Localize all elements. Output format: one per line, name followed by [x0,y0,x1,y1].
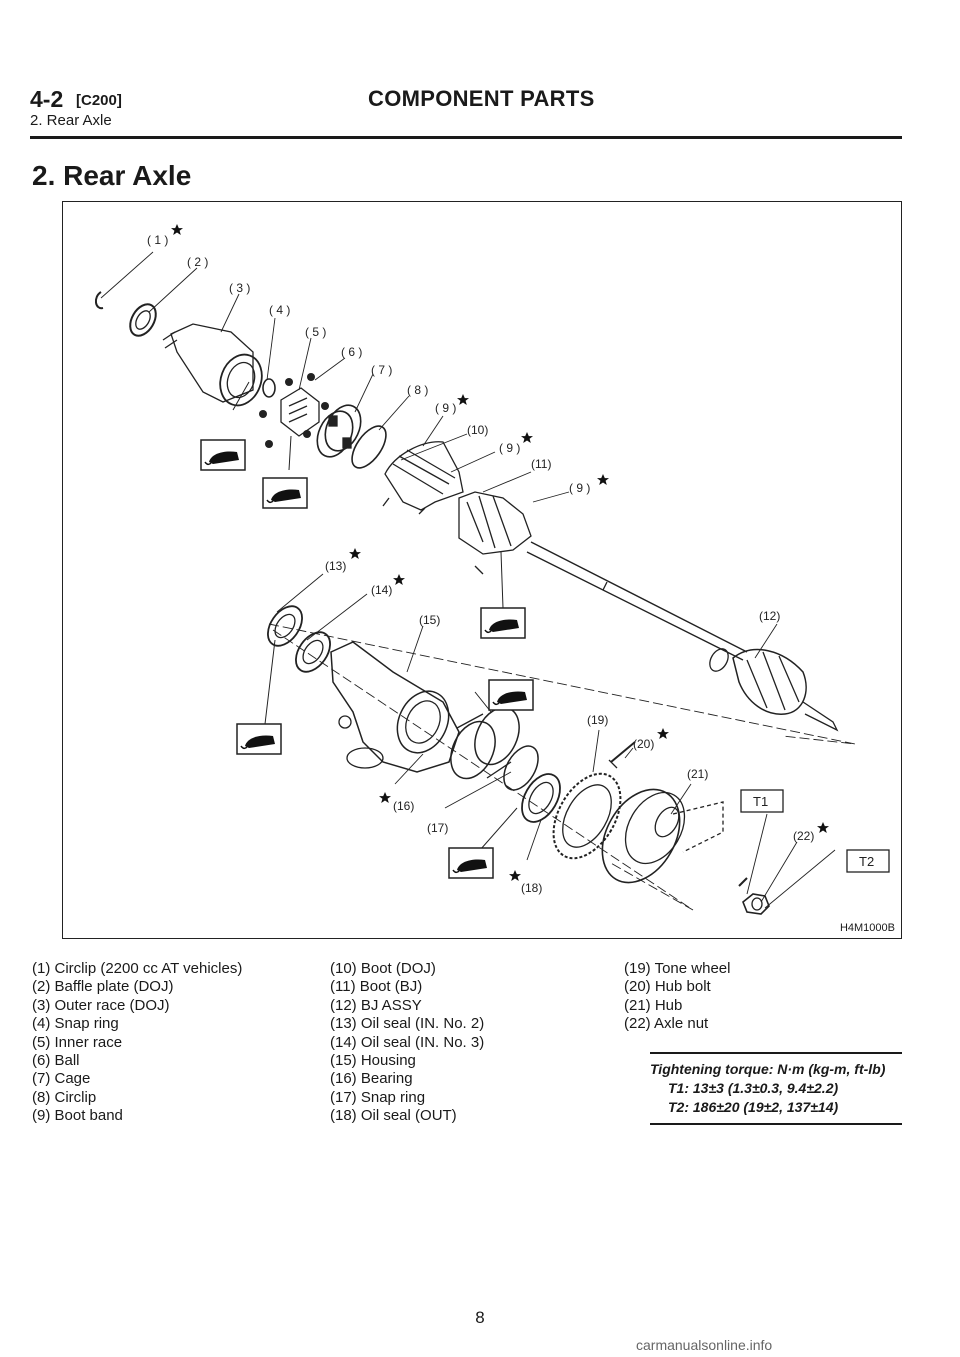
outer-race-part [162,323,263,407]
legend-item: (21) Hub [624,996,683,1014]
section-code: [C200] [76,92,122,109]
legend-item: (20) Hub bolt [624,978,711,996]
callout-5: ( 5 ) [305,325,326,339]
callout-21: (21) [687,767,708,781]
oil-seal-14-part [295,631,331,673]
legend-item: (10) Boot (DOJ) [330,960,436,977]
legend-item: (4) Snap ring [32,1015,119,1033]
callout-11: (11) [531,457,551,471]
callout-9c: ( 9 ) [569,481,590,495]
figure-id: H4M1000B [839,922,895,934]
page-number: 8 [475,1308,485,1327]
section-title: COMPONENT PARTS [368,86,595,111]
snap-ring-part [262,378,276,398]
grease-gun-icon [480,607,526,639]
legend-item: (12) BJ ASSY [330,996,422,1014]
exploded-view-svg: ( 1 ) ( 2 ) ( 3 ) ( 4 ) ( 5 ) ( 6 ) ( 7 … [95,223,890,915]
legend-item: (2) Baffle plate (DOJ) [32,978,174,996]
grease-gun-icon [262,477,308,509]
callout-16: (16) [393,799,414,813]
callout-20: (20) [633,737,654,751]
callout-9a: ( 9 ) [435,401,456,415]
legend-item: (22) Axle nut [624,1015,709,1033]
circlip-part [95,291,104,310]
callout-10: (10) [467,423,488,437]
svg-text:T2: T2 [859,854,874,869]
tightening-torque-box: Tightening torque: N·m (kg-m, ft-lb) T1:… [650,1052,902,1125]
callout-13: (13) [325,559,346,573]
callout-19: (19) [587,713,608,727]
legend-item: (1) Circlip (2200 cc AT vehicles) [32,960,243,977]
grease-gun-icon [200,439,246,471]
shaft-part [526,541,748,661]
callout-2: ( 2 ) [187,255,208,269]
legend-item: (9) Boot band [32,1107,123,1125]
callout-7: ( 7 ) [371,363,392,377]
callout-4: ( 4 ) [269,303,290,317]
watermark: carmanualsonline.info [636,1337,773,1353]
legend-item: (6) Ball [32,1052,80,1070]
callout-1: ( 1 ) [147,233,168,247]
legend-item: (18) Oil seal (OUT) [330,1107,457,1125]
legend-item: (7) Cage [32,1070,91,1088]
legend-item: (3) Outer race (DOJ) [32,996,170,1014]
torque-t2: T2: 186±20 (19±2, 137±14) [668,1099,839,1115]
grease-gun-icon [488,679,534,711]
boot-doj-part [382,441,464,515]
svg-text:T1: T1 [753,794,768,809]
oil-seal-out-part [521,773,561,823]
exploded-diagram: ( 1 ) ( 2 ) ( 3 ) ( 4 ) ( 5 ) ( 6 ) ( 7 … [62,201,902,939]
grease-gun-icon [448,847,494,879]
legend-item: (11) Boot (BJ) [330,978,423,996]
callout-6: ( 6 ) [341,345,362,359]
inner-race-part [280,387,320,437]
legend-column-3: (19) Tone wheel (20) Hub bolt (21) Hub (… [624,960,730,1034]
legend-item: (14) Oil seal (IN. No. 3) [330,1033,485,1051]
torque-tag-t2: T2 [846,849,890,873]
bj-assy-part [709,648,839,732]
callout-9b: ( 9 ) [499,441,520,455]
hub-part [601,788,724,884]
callout-8: ( 8 ) [407,383,428,397]
torque-tag-t1: T1 [740,789,784,813]
legend-item: (8) Circlip [32,1088,97,1106]
section-number: 4-2 [30,86,64,112]
housing-part [330,641,460,773]
callout-17: (17) [427,821,448,835]
oil-seal-13-part [267,605,303,647]
callout-14: (14) [371,583,392,597]
legend-column-2: (10) Boot (DOJ) (11) Boot (BJ) (12) BJ A… [330,960,484,1126]
hub-bolt-part [608,741,636,769]
grease-gun-icon [236,723,282,755]
boot-bj-part [458,491,532,575]
circlip-2-part [351,425,387,469]
balls-part [259,373,329,448]
legend-item: (15) Housing [330,1052,416,1070]
subsection-label: 2. Rear Axle [30,112,112,129]
legend-item: (5) Inner race [32,1033,123,1051]
callout-22: (22) [793,829,814,843]
legend-item: (17) Snap ring [330,1088,426,1106]
callout-15: (15) [419,613,440,627]
bearing-part [450,706,520,780]
callout-12: (12) [759,609,780,623]
tone-wheel-part [552,772,622,860]
cage-part [316,404,362,458]
snap-ring-2-part [503,745,539,791]
callout-3: ( 3 ) [229,281,250,295]
legend-item: (13) Oil seal (IN. No. 2) [330,1015,485,1033]
callout-18: (18) [521,881,542,895]
axle-nut-part [742,893,770,915]
legend-item: (16) Bearing [330,1070,413,1088]
star-marks [170,223,830,882]
header-rule [30,136,902,139]
torque-title: Tightening torque: N·m (kg-m, ft-lb) [650,1061,886,1077]
legend-item: (19) Tone wheel [624,960,731,977]
baffle-plate-part [129,303,157,337]
torque-t1: T1: 13±3 (1.3±0.3, 9.4±2.2) [668,1080,839,1096]
legend-column-1: (1) Circlip (2200 cc AT vehicles) (2) Ba… [32,960,242,1126]
page-heading: 2. Rear Axle [32,160,192,191]
